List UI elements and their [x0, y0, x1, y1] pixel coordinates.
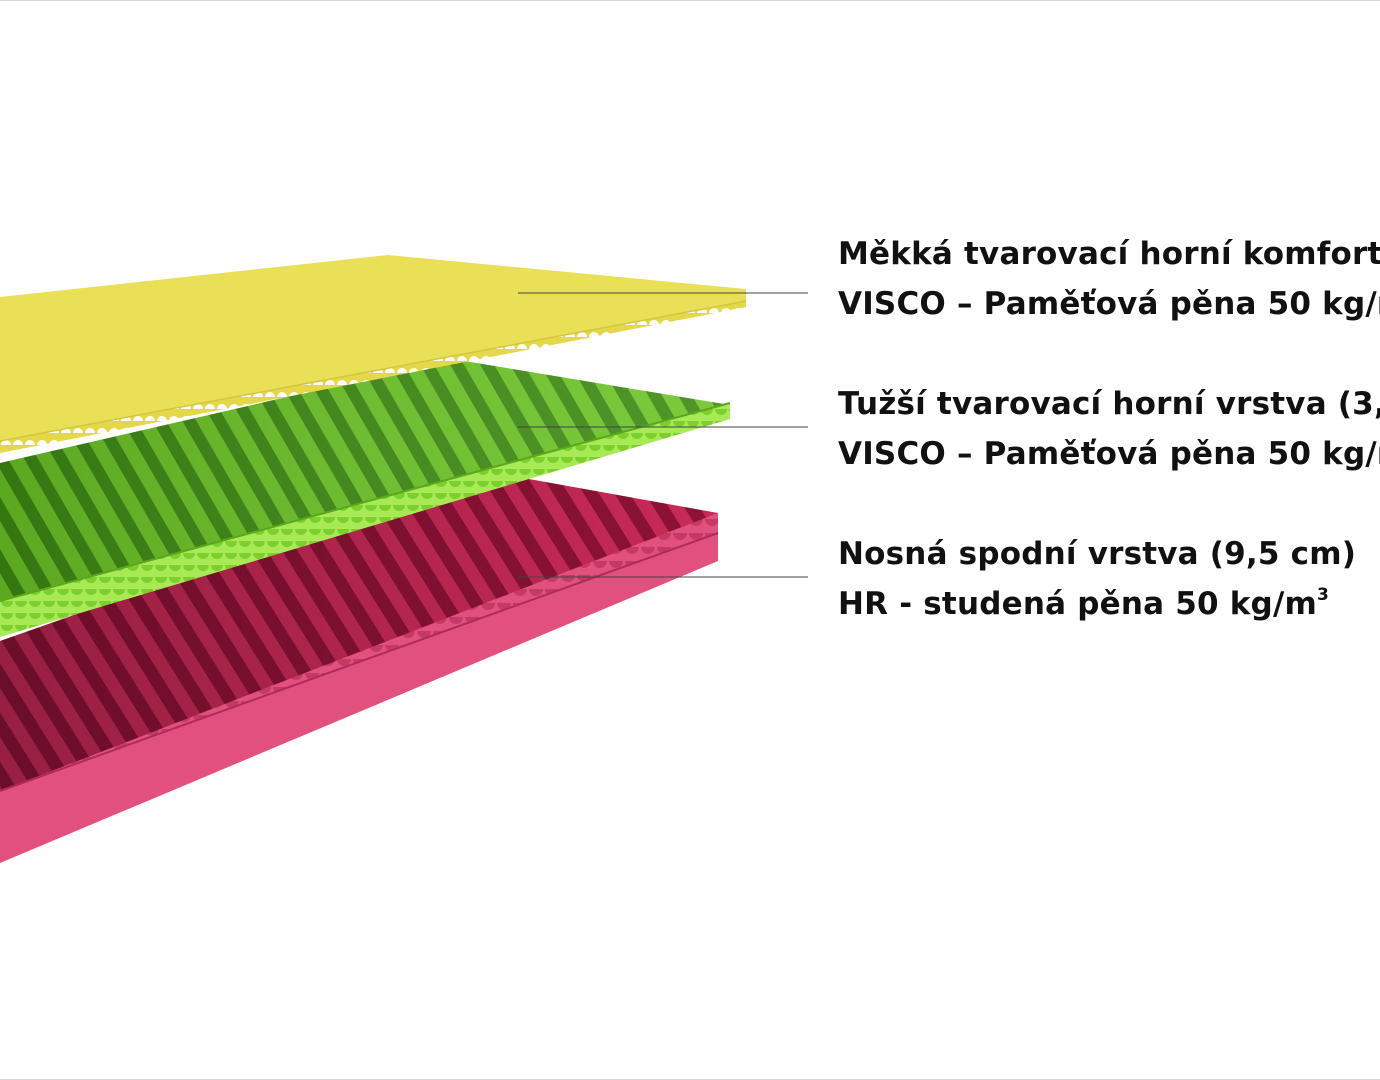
layer-description: – Paměťová pěna 50 kg/m [945, 286, 1380, 322]
layer-label-top: Měkká tvarovací horní komfortní vrstva V… [838, 229, 1380, 329]
layer-material: VISCO [838, 286, 946, 322]
layer-material: HR [838, 586, 889, 622]
layer-label-middle: Tužší tvarovací horní vrstva (3,5 cm) VI… [838, 379, 1380, 479]
layer-title: Tužší tvarovací horní vrstva (3,5 cm) [838, 386, 1380, 422]
layer-material: VISCO [838, 436, 946, 472]
top-layer-shape [0, 255, 747, 453]
layer-spec: VISCO – Paměťová pěna 50 kg/m3 [838, 429, 1380, 479]
layer-label-bottom: Nosná spodní vrstva (9,5 cm) HR - studen… [838, 529, 1356, 629]
layer-description: - studená pěna 50 kg/m [888, 586, 1317, 622]
layer-spec: VISCO – Paměťová pěna 50 kg/m3 [838, 279, 1380, 329]
layer-unit-superscript: 3 [1316, 585, 1329, 605]
layer-spec: HR - studená pěna 50 kg/m3 [838, 579, 1356, 629]
layer-title: Nosná spodní vrstva (9,5 cm) [838, 536, 1357, 572]
bottom-layer-shape [0, 471, 719, 863]
layer-description: – Paměťová pěna 50 kg/m [945, 436, 1380, 472]
layer-title: Měkká tvarovací horní komfortní vrstva [838, 236, 1380, 272]
